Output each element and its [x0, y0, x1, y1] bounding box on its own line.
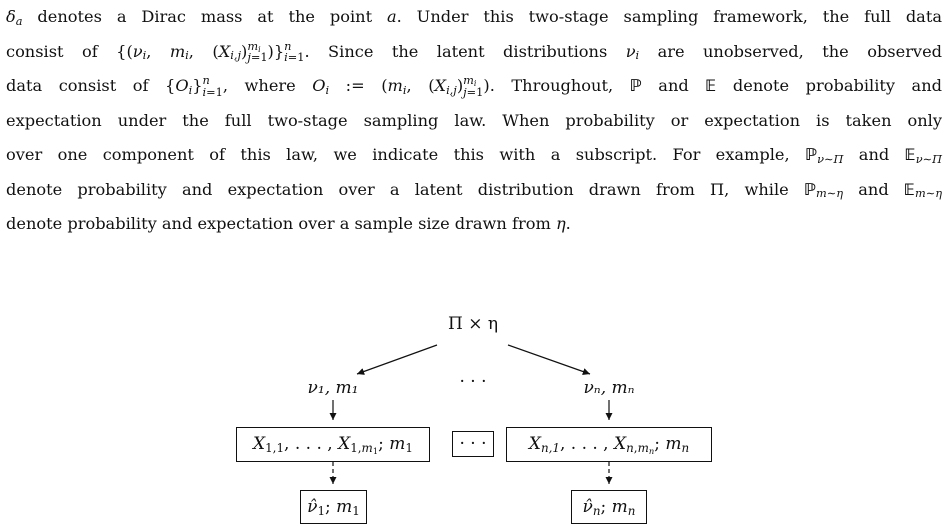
arrow-root-right: [507, 344, 591, 375]
body-paragraph: δa denotes a Dirac mass at the point a. …: [6, 0, 942, 242]
para-line-4: expectation under the full two-stage sam…: [6, 110, 942, 130]
para-line-5: over one component of this law, we indic…: [6, 145, 942, 166]
para-line-6: denote probability and expectation over …: [6, 179, 942, 201]
left-estimate-box: ν̂1; m1: [300, 490, 367, 524]
left-latent-node: ν₁, m₁: [307, 378, 359, 398]
right-sample-box: Xn,1, . . . , Xn,mn; mn: [506, 427, 712, 462]
para-line-1: δa denotes a Dirac mass at the point a. …: [6, 7, 942, 28]
right-latent-node: νₙ, mₙ: [583, 378, 635, 398]
right-estimate-box: ν̂n; mn: [571, 490, 647, 524]
para-line-7: denote probability and expectation over …: [6, 214, 571, 233]
root-node: Π × η: [447, 314, 499, 334]
arrow-root-left: [356, 344, 438, 375]
top-ellipsis: · · ·: [459, 372, 487, 392]
left-sample-box: X1,1, . . . , X1,m1; m1: [236, 427, 430, 462]
middle-ellipsis-box: · · ·: [452, 431, 494, 457]
